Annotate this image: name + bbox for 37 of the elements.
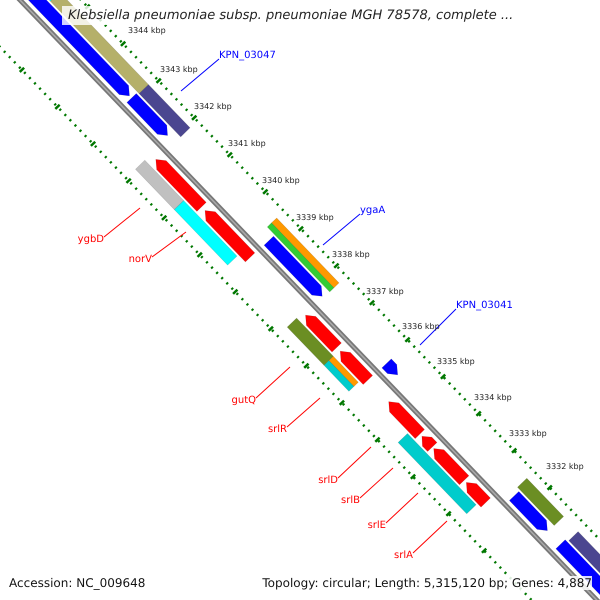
leader-line — [180, 58, 220, 92]
gene-label: ygbD — [78, 234, 104, 246]
gene-label: srlB — [341, 495, 360, 507]
accession-text: Accession: NC_009648 — [9, 576, 146, 590]
gene-label: gutQ — [232, 395, 256, 407]
leader-line — [420, 308, 456, 346]
gene-label: srlR — [268, 424, 287, 436]
leader-line — [286, 398, 320, 428]
gene-label: ygaA — [360, 205, 386, 217]
leader-line — [412, 520, 448, 554]
leader-line — [322, 214, 360, 246]
leader-line — [386, 492, 418, 524]
tick-label: 3344 kbp — [128, 26, 166, 36]
gene-label: KPN_03047 — [219, 50, 276, 62]
tick-label: 3337 kbp — [366, 287, 404, 297]
tick-label: 3338 kbp — [332, 250, 370, 260]
tick-label: 3332 kbp — [546, 462, 584, 472]
tick-label: 3336 kbp — [402, 322, 440, 332]
tick-label: 3333 kbp — [509, 429, 547, 439]
leader-line — [338, 446, 372, 478]
gene-label: norV — [128, 254, 152, 266]
tick-label: 3339 kbp — [296, 213, 334, 223]
tick-label: 3340 kbp — [262, 176, 300, 186]
leader-line — [152, 232, 186, 258]
leader-line — [104, 208, 140, 238]
leader-line — [256, 366, 290, 398]
gene-label: srlD — [318, 475, 338, 487]
gene-label: srlA — [394, 550, 413, 562]
tick-label: 3343 kbp — [160, 65, 198, 75]
tick-label: 3342 kbp — [194, 102, 232, 112]
genome-info-text: Topology: circular; Length: 5,315,120 bp; Genes: 4,887 — [262, 576, 592, 590]
gene-label: KPN_03041 — [456, 300, 513, 312]
gene-label: srlE — [368, 520, 386, 532]
tick-label: 3334 kbp — [474, 393, 512, 403]
leader-line — [360, 468, 394, 498]
tick-label: 3341 kbp — [228, 139, 266, 149]
tick-label: 3335 kbp — [437, 357, 475, 367]
